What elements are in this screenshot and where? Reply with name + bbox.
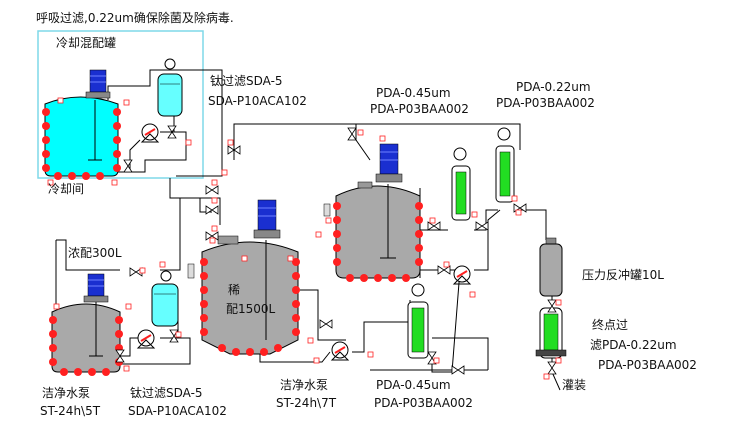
cooling-room-frame bbox=[37, 30, 204, 179]
clean-pump-left-model: ST-24h\5T bbox=[40, 404, 101, 418]
ti-filter-top-name: 钛过滤SDA-5 bbox=[210, 74, 283, 88]
pda045-top-model: PDA-P03BAA002 bbox=[370, 102, 469, 116]
final-filter-model: PDA-P03BAA002 bbox=[598, 358, 697, 372]
cooling-room-filter bbox=[157, 58, 183, 117]
concentrate-300l-label: 浓配300L bbox=[68, 246, 122, 260]
pda022-top-filter bbox=[495, 127, 515, 203]
valves bbox=[115, 125, 557, 375]
pda045-top-name: PDA-0.45um bbox=[376, 86, 451, 100]
cooling-mix-tank bbox=[42, 69, 121, 180]
pda022-top-name: PDA-0.22um bbox=[516, 80, 591, 94]
dilute-label-line1: 稀 bbox=[228, 283, 241, 297]
concentrate-tank-300l bbox=[49, 273, 123, 376]
cooling-room-label: 冷却间 bbox=[48, 182, 85, 196]
pda045-top-filter bbox=[451, 147, 471, 221]
instrument-markers bbox=[47, 97, 562, 380]
pressure-backflush-label: 压力反冲罐10L bbox=[582, 268, 664, 282]
dilute-tank-1500l bbox=[187, 199, 300, 356]
pda045-bottom-model: PDA-P03BAA002 bbox=[374, 396, 473, 410]
ti-filter-bottom-name: 钛过滤SDA-5 bbox=[130, 386, 203, 400]
ti-filter-bottom-model: SDA-P10ACA102 bbox=[128, 404, 227, 418]
filling-label: 灌装 bbox=[562, 378, 587, 392]
ti-filter-top-model: SDA-P10ACA102 bbox=[208, 94, 307, 108]
clean-pump-mid-model: ST-24h\7T bbox=[276, 396, 337, 410]
cooling-room-pump bbox=[140, 123, 160, 143]
final-filter-line2: 滤PDA-0.22um bbox=[590, 338, 677, 352]
concentrate-pump bbox=[136, 329, 156, 349]
breath-filter-note: 呼吸过滤,0.22um确保除菌及除病毒. bbox=[36, 11, 234, 25]
concentrate-filter bbox=[151, 270, 179, 327]
clean-pump-left-name: 洁净水泵 bbox=[42, 386, 91, 400]
pda022-top-model: PDA-P03BAA002 bbox=[496, 96, 595, 110]
pda-process-tank bbox=[323, 143, 423, 282]
cooling-mix-tank-label: 冷却混配罐 bbox=[56, 36, 117, 50]
clean-pump-mid bbox=[330, 341, 350, 361]
dilute-label-line2: 配1500L bbox=[226, 302, 276, 316]
final-filter-line1: 终点过 bbox=[592, 318, 629, 332]
pda-tank-pump bbox=[452, 265, 472, 285]
pressure-backflush-tank bbox=[539, 237, 563, 297]
pda045-bottom-filter bbox=[407, 283, 429, 359]
clean-pump-mid-name: 洁净水泵 bbox=[280, 378, 329, 392]
final-filter bbox=[535, 307, 567, 359]
pda045-bottom-name: PDA-0.45um bbox=[376, 378, 451, 392]
